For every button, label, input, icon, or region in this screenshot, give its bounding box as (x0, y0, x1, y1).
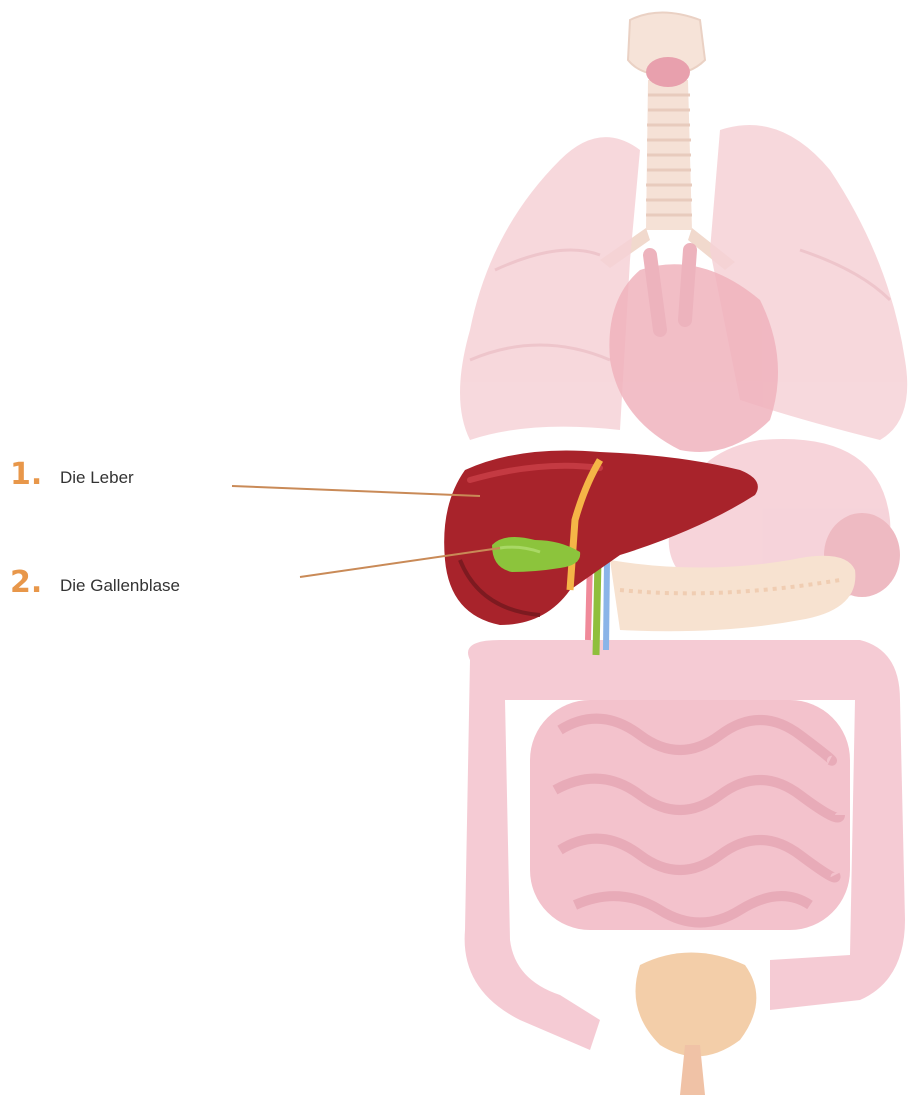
label-text-gallbladder: Die Gallenblase (60, 576, 180, 596)
label-number-1: 1. (0, 460, 60, 490)
small-intestine (530, 700, 850, 930)
pancreas (610, 556, 855, 631)
label-number-2: 2. (0, 568, 60, 598)
label-gallbladder: 2. Die Gallenblase (0, 568, 180, 598)
label-liver: 1. Die Leber (0, 460, 134, 490)
bladder (636, 953, 757, 1096)
label-text-liver: Die Leber (60, 468, 134, 488)
leader-line-1 (232, 486, 480, 496)
